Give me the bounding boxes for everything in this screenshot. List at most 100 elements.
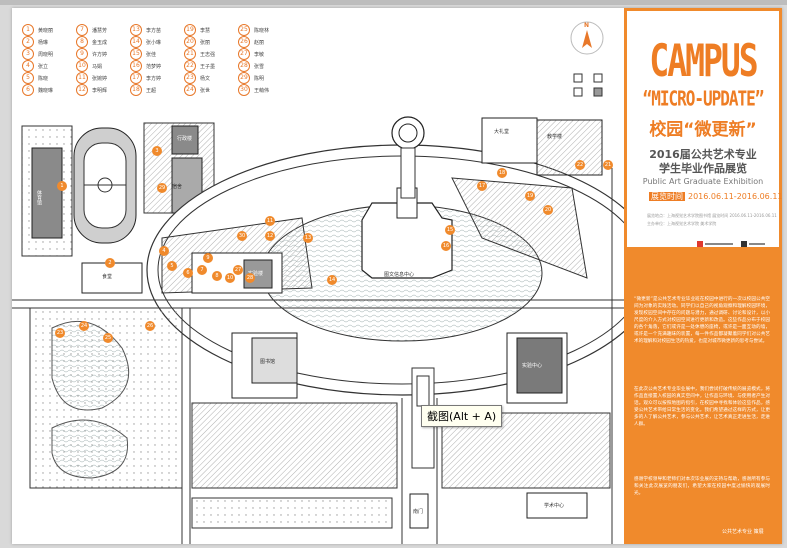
map-marker: 22 bbox=[575, 160, 585, 170]
legend-number: 10 bbox=[76, 60, 88, 72]
building-south bbox=[526, 492, 588, 519]
screenshot-tooltip: 截图(Alt + A) bbox=[421, 405, 503, 427]
label-teach: 实验中心 bbox=[522, 363, 543, 369]
legend-number: 12 bbox=[76, 84, 88, 96]
map-marker: 20 bbox=[543, 205, 553, 215]
map-marker: 2 bbox=[105, 258, 115, 268]
compass-label: N bbox=[584, 22, 590, 29]
legend-number: 24 bbox=[184, 84, 196, 96]
legend-number: 19 bbox=[184, 24, 196, 36]
legend-name: 魏晓琳 bbox=[38, 87, 54, 94]
legend-name: 黄晓丽 bbox=[38, 27, 54, 34]
campus-map-drawing bbox=[12, 8, 658, 544]
map-marker: 4 bbox=[159, 246, 169, 256]
map-marker: 10 bbox=[225, 273, 235, 283]
legend-number: 5 bbox=[22, 72, 34, 84]
description-paragraph-3: 感谢学校领导和老师们对本次毕业展的支持与帮助，感谢所有参与和关注此次展览的朋友们… bbox=[634, 477, 770, 496]
map-marker: 7 bbox=[197, 265, 207, 275]
fine-print-2: 主办单位：上海视觉艺术学院 美术学院 bbox=[647, 221, 717, 226]
legend-number: 26 bbox=[238, 36, 250, 48]
map-marker: 14 bbox=[327, 275, 337, 285]
legend-name: 陈晓 bbox=[38, 75, 49, 82]
legend-number: 13 bbox=[130, 24, 142, 36]
poster-title-card: CAMPUS “MICRO-UPDATE” 校园“微更新” 2016届公共艺术专… bbox=[627, 11, 782, 247]
map-marker: 21 bbox=[603, 160, 613, 170]
label-canteen: 食堂 bbox=[102, 274, 113, 280]
legend-number: 16 bbox=[130, 60, 142, 72]
map-marker: 16 bbox=[441, 241, 451, 251]
label-library: 图书馆 bbox=[260, 359, 276, 365]
legend-name: 张佳 bbox=[146, 51, 157, 58]
map-marker: 30 bbox=[237, 231, 247, 241]
legend-item: 24 张世 bbox=[184, 84, 210, 96]
center-building bbox=[361, 202, 453, 279]
date-tag: 展览时间 bbox=[649, 192, 685, 201]
map-marker: 3 bbox=[152, 146, 162, 156]
fine-print-1: 展览地点：上海视觉艺术学院图书馆 展览时间 2016.06.11-2016.06… bbox=[647, 213, 777, 218]
label-center: 图文信息中心 bbox=[384, 272, 415, 278]
map-marker: 13 bbox=[303, 233, 313, 243]
map-marker: 27 bbox=[233, 265, 243, 275]
legend-item: 22 王子墨 bbox=[184, 60, 215, 72]
legend-name: 王子墨 bbox=[200, 63, 216, 70]
legend-name: 李慧 bbox=[200, 27, 211, 34]
legend-number: 17 bbox=[130, 72, 142, 84]
legend-name: 张世 bbox=[200, 87, 211, 94]
legend-name: 许方婷 bbox=[92, 51, 108, 58]
legend-item: 19 李慧 bbox=[184, 24, 210, 36]
legend-name: 李方苗 bbox=[146, 27, 162, 34]
map-marker: 24 bbox=[79, 321, 89, 331]
map-marker: 9 bbox=[203, 253, 213, 263]
legend-item: 10 马娟 bbox=[76, 60, 102, 72]
title-chinese: 校园“微更新” bbox=[649, 120, 757, 140]
title-micro-update: “MICRO-UPDATE” bbox=[642, 86, 765, 111]
legend-number: 14 bbox=[130, 36, 142, 48]
date-value: 2016.06.11-2016.06.11 bbox=[688, 192, 782, 201]
map-marker: 6 bbox=[183, 268, 193, 278]
south-gate bbox=[409, 493, 429, 529]
legend-number: 21 bbox=[184, 48, 196, 60]
legend-name: 赵丽 bbox=[254, 39, 265, 46]
map-marker: 25 bbox=[103, 333, 113, 343]
legend-name: 张雪 bbox=[254, 63, 265, 70]
map-marker: 23 bbox=[55, 328, 65, 338]
label-dorm: 宿舍 bbox=[172, 184, 183, 190]
legend-number: 22 bbox=[184, 60, 196, 72]
legend-name: 陈明 bbox=[254, 75, 265, 82]
sponsor-logos bbox=[697, 233, 767, 247]
window-top-strip bbox=[0, 0, 787, 5]
legend-name: 李明辉 bbox=[92, 87, 108, 94]
legend-name: 陈晓林 bbox=[254, 27, 270, 34]
legend-name: 张婉婷 bbox=[92, 75, 108, 82]
legend-name: 杨文 bbox=[200, 75, 211, 82]
map-marker: 11 bbox=[265, 216, 275, 226]
legend-name: 马娟 bbox=[92, 63, 103, 70]
label-gym: 体育馆 bbox=[36, 190, 42, 205]
map-marker: 8 bbox=[212, 271, 222, 281]
map-marker: 17 bbox=[477, 181, 487, 191]
label-lab: 实验楼 bbox=[248, 271, 264, 277]
label-b2: 教学楼 bbox=[547, 134, 563, 140]
legend-name: 范梦婷 bbox=[146, 63, 162, 70]
description-paragraph-2: 在此次公共艺术专业毕业展中，我们尝试打破传统的展览模式，将作品直接置入校园的真实… bbox=[634, 387, 770, 427]
map-marker: 5 bbox=[167, 261, 177, 271]
title-campus: CAMPUS bbox=[649, 34, 758, 87]
label-hall: 大礼堂 bbox=[494, 129, 510, 135]
signature: 公共艺术专业 策展 bbox=[722, 529, 764, 535]
legend-number: 3 bbox=[22, 48, 34, 60]
